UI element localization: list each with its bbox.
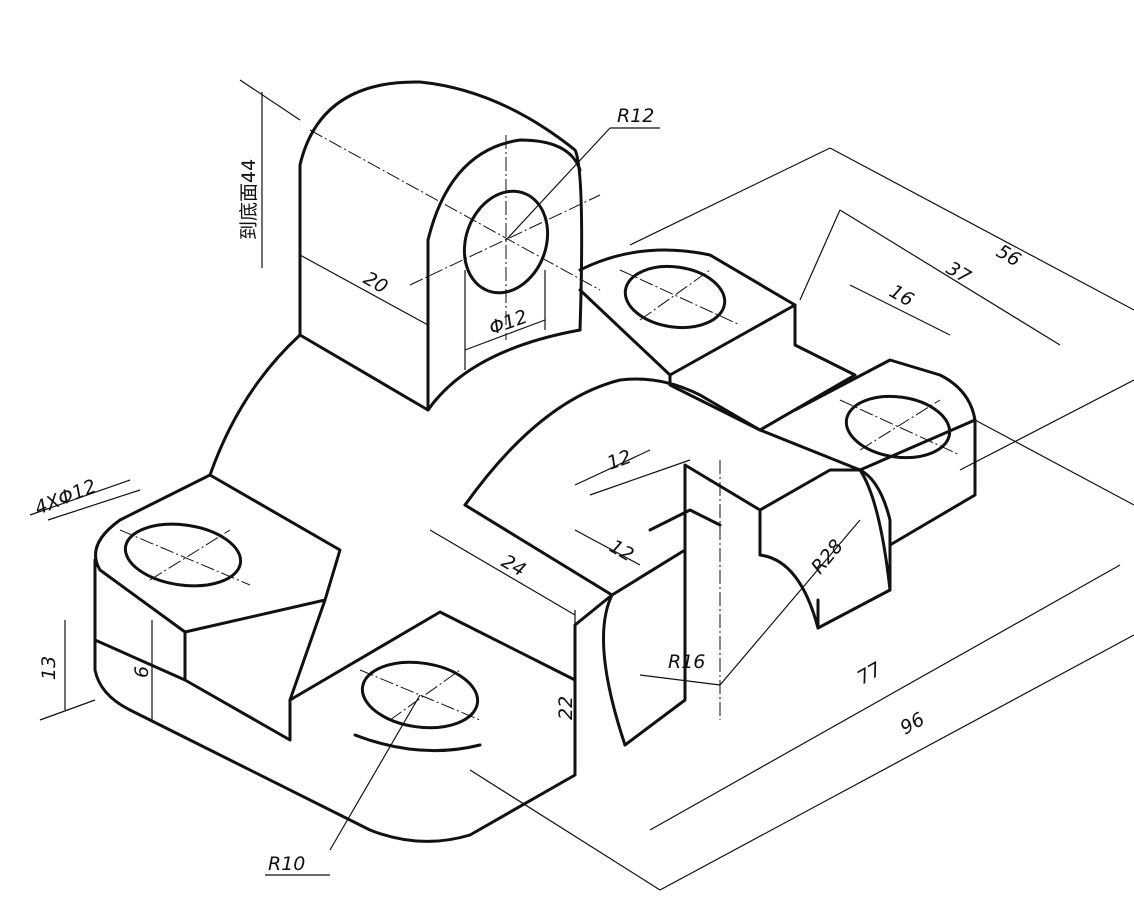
dim-6: 6: [131, 666, 153, 678]
dim-56: 56: [993, 240, 1025, 271]
dim-77: 77: [854, 658, 886, 689]
dim-96: 96: [897, 708, 929, 739]
part-outline: [93, 80, 977, 843]
dim-20: 20: [360, 267, 392, 298]
dim-16: 16: [886, 280, 918, 311]
dim-r16: R16: [668, 651, 705, 673]
dim-24: 24: [498, 550, 530, 581]
dim-12-bottom: 12: [606, 535, 638, 566]
dim-22: 22: [555, 696, 577, 720]
dimension-lines: [29, 79, 1134, 891]
dim-r10: R10: [268, 853, 305, 875]
dim-r12: R12: [617, 105, 654, 127]
dim-phi12: Φ12: [486, 306, 530, 340]
dim-4x-phi12: 4XΦ12: [32, 475, 100, 519]
center-lines: [119, 129, 961, 721]
dim-13: 13: [38, 656, 60, 680]
dim-37: 37: [943, 257, 975, 288]
dim-12-top: 12: [604, 446, 634, 475]
dim-to-bottom-44: 到底面44: [238, 159, 260, 240]
